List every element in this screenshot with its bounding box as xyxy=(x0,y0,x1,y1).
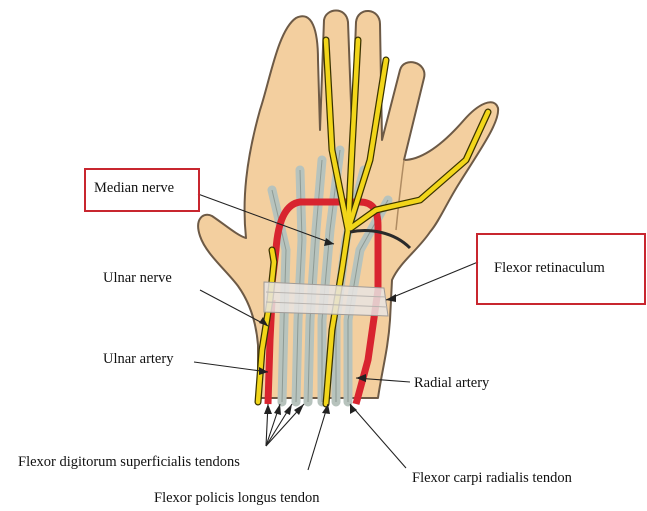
label-ulnar-artery: Ulnar artery xyxy=(103,352,173,367)
label-flexor-carpi: Flexor carpi radialis tendon xyxy=(412,471,572,486)
label-flexor-retinaculum: Flexor retinaculum xyxy=(494,261,605,276)
label-ulnar-nerve: Ulnar nerve xyxy=(103,271,172,286)
flexor-retinaculum-band xyxy=(264,282,388,316)
label-radial-artery: Radial artery xyxy=(414,376,489,391)
label-flexor-policis: Flexor policis longus tendon xyxy=(154,491,320,506)
label-flexor-digitorum: Flexor digitorum superficialis tendons xyxy=(18,455,240,470)
label-median-nerve: Median nerve xyxy=(94,181,174,196)
